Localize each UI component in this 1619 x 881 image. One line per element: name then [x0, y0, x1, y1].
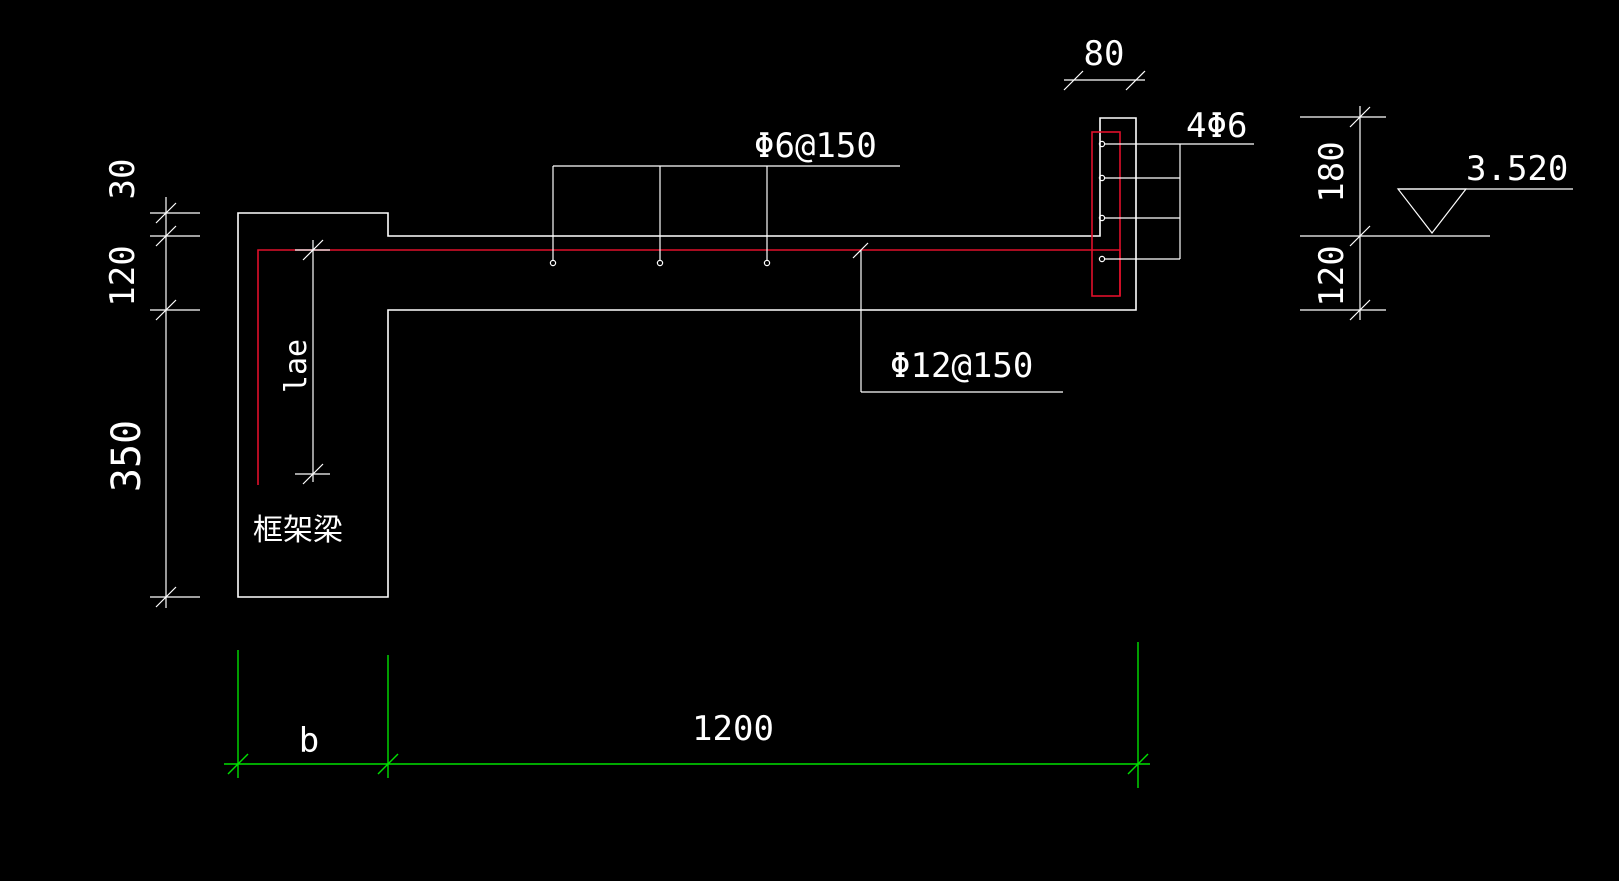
bottom-dimension-chain — [224, 642, 1150, 788]
section-outline — [237, 117, 1137, 598]
concrete-outline — [237, 117, 1137, 598]
dim-80: 80 — [1084, 34, 1125, 74]
right-dimension-chain — [1300, 106, 1386, 321]
lae-label: lae — [279, 339, 314, 393]
left-dimension-chain — [150, 197, 200, 608]
dim-180: 180 — [1312, 141, 1352, 202]
edge-rebar-cage — [1091, 131, 1121, 297]
dim-120-left: 120 — [103, 245, 143, 306]
stirrup-label: Φ6@150 — [754, 126, 877, 166]
dim-b: b — [299, 721, 319, 761]
dim-120-right: 120 — [1312, 245, 1352, 306]
top-bar-callout — [852, 242, 1063, 393]
dim-30: 30 — [103, 159, 143, 200]
stirrup-callout — [549, 165, 900, 267]
dim-1200: 1200 — [692, 709, 774, 749]
elevation-value: 3.520 — [1466, 149, 1568, 189]
edge-bar-callout — [1098, 140, 1254, 263]
lae-dimension — [295, 239, 330, 485]
elevation-triangle-icon — [1396, 188, 1468, 234]
top-bar-label: Φ12@150 — [890, 346, 1033, 386]
top-dimension-80 — [1063, 70, 1146, 91]
elevation-marker — [1386, 188, 1573, 237]
edge-bar-label: 4Φ6 — [1186, 106, 1247, 146]
rebar-lines — [257, 131, 1121, 485]
dim-350: 350 — [104, 420, 150, 492]
beam-label: 框架梁 — [253, 513, 343, 548]
